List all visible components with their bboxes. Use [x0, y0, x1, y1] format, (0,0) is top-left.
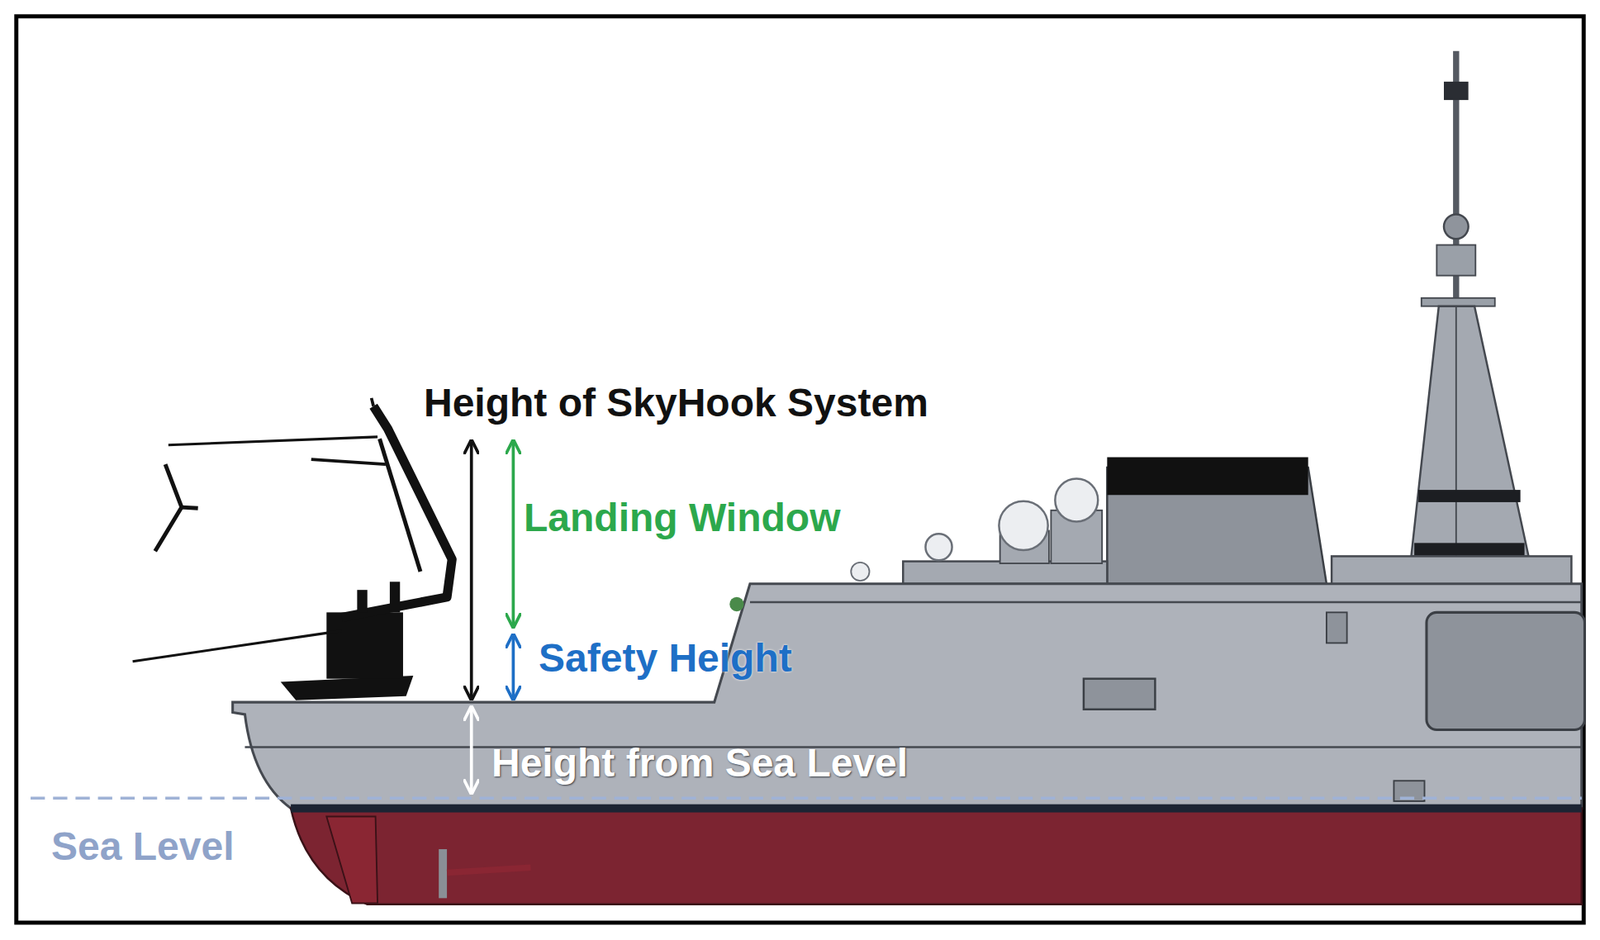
- dimension-label: Safety Height: [538, 636, 793, 681]
- dimension-label: Landing Window: [523, 496, 841, 541]
- dimension-label: Height of SkyHook System: [423, 381, 929, 426]
- sea-level-label: Sea Level: [51, 825, 234, 869]
- dimension-label: Height from Sea Level: [491, 741, 908, 786]
